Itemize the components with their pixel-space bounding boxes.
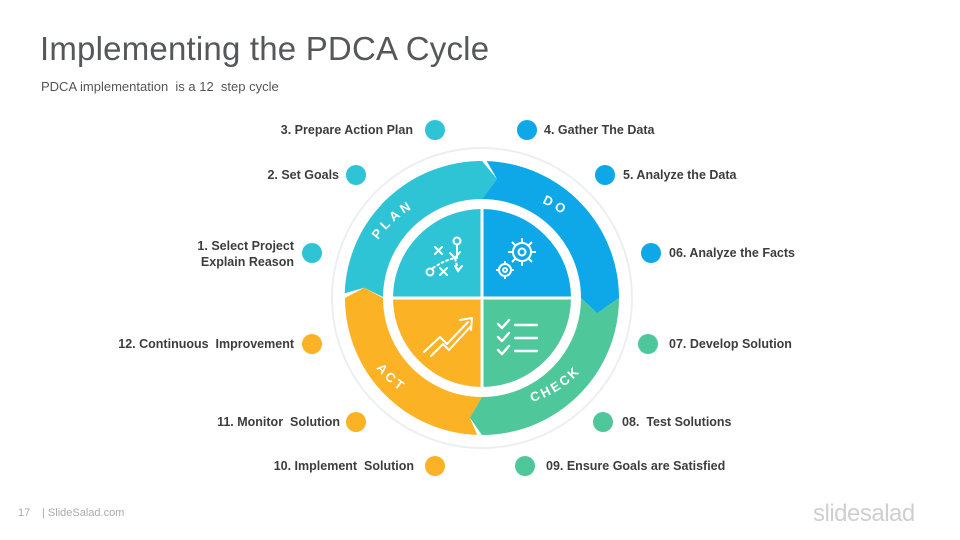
step-dot-12: [302, 334, 322, 354]
step-label-12: 12. Continuous Improvement: [118, 337, 294, 351]
page-subtitle: PDCA implementation is a 12 step cycle: [41, 79, 279, 94]
step-label-3: 3. Prepare Action Plan: [280, 123, 413, 137]
page-number: 17: [18, 507, 31, 519]
plan-quadrant: [393, 209, 482, 298]
step-label-4: 4. Gather The Data: [544, 123, 655, 137]
step-dot-9: [515, 456, 535, 476]
check-quadrant: [482, 298, 571, 387]
step-label-9: 09. Ensure Goals are Satisfied: [546, 459, 726, 473]
outer-ring: [331, 147, 633, 449]
plan-segment: [344, 160, 497, 297]
brand-logo: slidesalad: [813, 500, 915, 527]
step-label-11: 11. Monitor Solution: [217, 415, 340, 429]
step-label-2: 2. Set Goals: [267, 168, 339, 182]
step-dot-8: [593, 412, 613, 432]
step-label-8: 08. Test Solutions: [622, 415, 732, 429]
step-label-6: 06. Analyze the Facts: [669, 246, 795, 260]
strategy-icon: [425, 236, 463, 277]
step-dot-5: [595, 165, 615, 185]
step-dot-3: [425, 120, 445, 140]
footer-site: | SlideSalad.com: [42, 507, 125, 519]
step-dot-1: [302, 243, 322, 263]
step-dot-2: [346, 165, 366, 185]
gears-icon: [496, 238, 536, 279]
step-label-7: 07. Develop Solution: [669, 337, 792, 351]
step-dot-4: [517, 120, 537, 140]
growth-arrow-icon: [423, 317, 473, 357]
step-dot-11: [346, 412, 366, 432]
act-segment: [345, 287, 482, 435]
step-label-1: 1. Select Project Explain Reason: [197, 239, 294, 269]
page-title: Implementing the PDCA Cycle: [40, 30, 490, 67]
step-dot-7: [638, 334, 658, 354]
step-dot-10: [425, 456, 445, 476]
check-segment: [469, 298, 619, 435]
do-segment: [482, 161, 619, 314]
step-dot-6: [641, 243, 661, 263]
step-label-5: 5. Analyze the Data: [623, 168, 737, 182]
step-label-10: 10. Implement Solution: [273, 459, 414, 473]
checklist-icon: [496, 318, 539, 356]
